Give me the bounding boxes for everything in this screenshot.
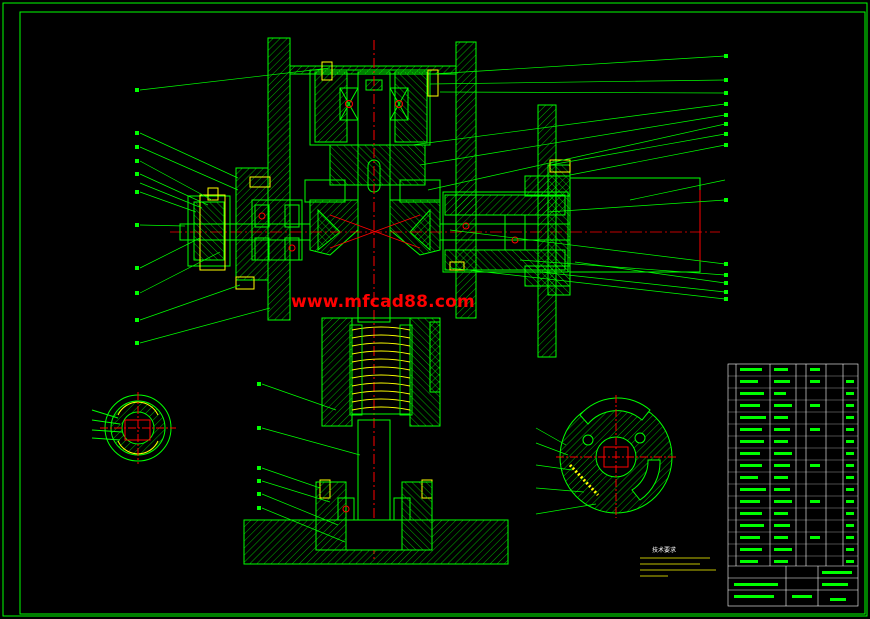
leader-lines-right: [411, 55, 726, 300]
section-A-A-view: [91, 392, 176, 464]
tech-requirements-title: 技术要求: [652, 546, 676, 554]
worm-spring: [349, 324, 413, 416]
main-section-view: [135, 37, 728, 565]
parts-list-table: [727, 363, 859, 607]
right-bracket: [537, 104, 701, 358]
top-bearing-housing: [289, 65, 457, 186]
vertical-main-shaft: [357, 40, 391, 560]
housing-left-wall: [267, 37, 291, 321]
parts-list-entries: [734, 368, 854, 601]
parts-list-rows: [728, 375, 858, 557]
housing-right-wall: [455, 41, 477, 319]
section-B-B-view: [535, 395, 676, 518]
technical-requirements: 技术要求: [640, 546, 716, 577]
base-plate: [243, 519, 509, 565]
bolts: [207, 61, 571, 499]
gear-crossing-lines: [329, 214, 421, 249]
lower-housing: [321, 317, 441, 427]
watermark-text: www.mfcad88.com: [291, 292, 475, 312]
top-bearings: [339, 87, 409, 121]
leader-lines-left: [139, 67, 361, 543]
part-number-marks: [135, 54, 728, 510]
bevel-gear-assembly: [304, 179, 441, 256]
